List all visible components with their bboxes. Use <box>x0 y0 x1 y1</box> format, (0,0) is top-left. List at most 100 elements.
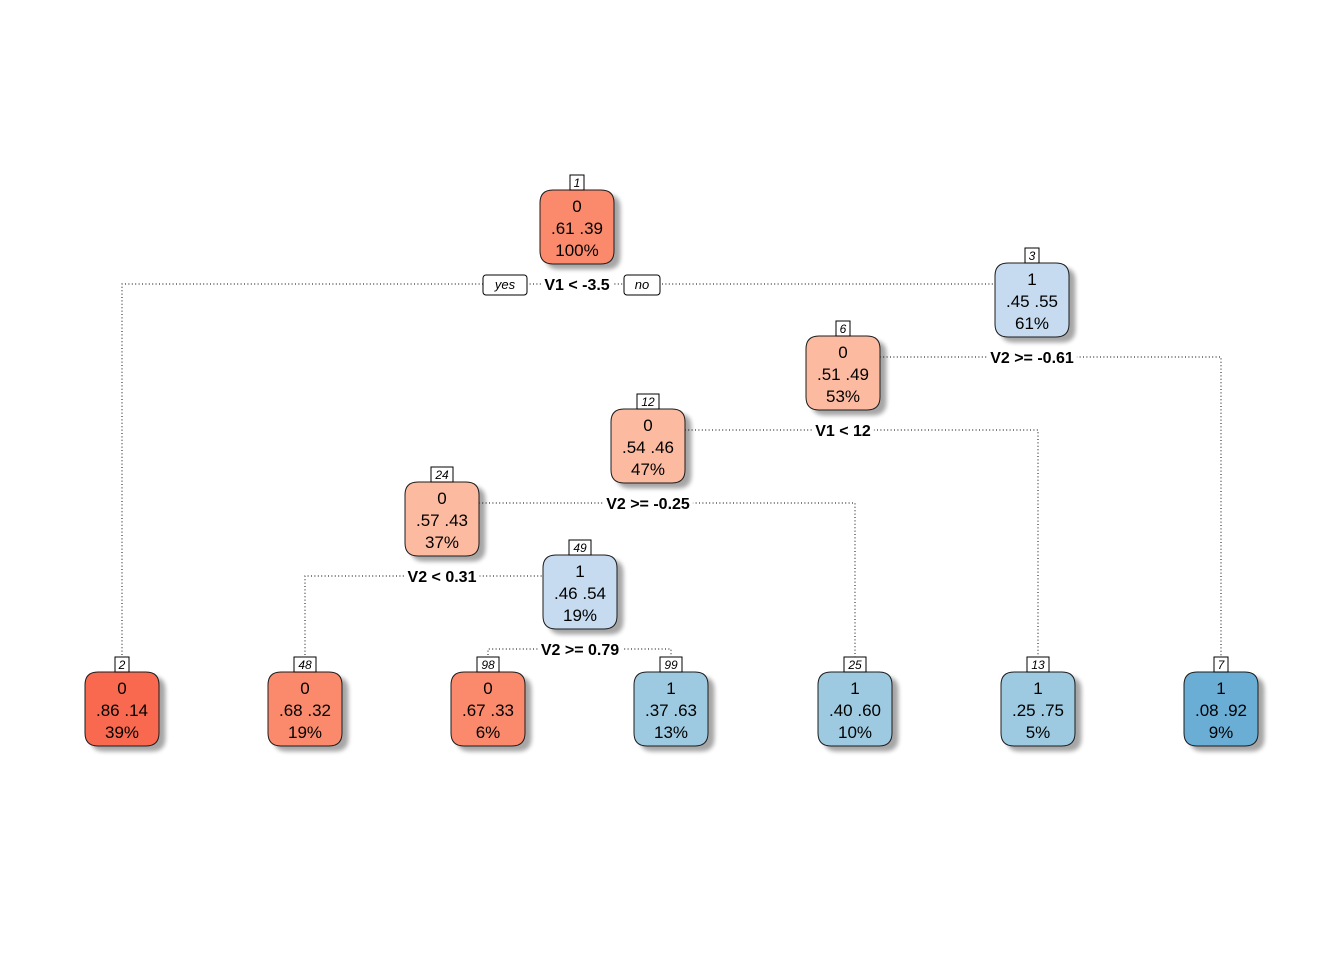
node-id-tag <box>476 656 500 673</box>
node-pct: 47% <box>631 460 665 479</box>
node-id-tag <box>1024 247 1040 264</box>
node-probs: .25 .75 <box>1012 701 1064 720</box>
node-id-tag <box>636 393 660 410</box>
node-id-tag <box>1213 656 1229 673</box>
branch-label-no-text: no <box>635 277 649 292</box>
node-pct: 19% <box>563 606 597 625</box>
node-box <box>539 189 615 265</box>
node-probs: .37 .63 <box>645 701 697 720</box>
branch-label-yes: yes <box>482 274 528 296</box>
tree-node-6: 6 0 .51 .49 53% <box>805 320 881 411</box>
node-id-tag <box>568 539 592 556</box>
node-pct: 100% <box>555 241 598 260</box>
branch-label-yes-text: yes <box>494 277 516 292</box>
node-probs: .61 .39 <box>551 219 603 238</box>
node-id-tag <box>114 656 130 673</box>
edge-6-13 <box>843 429 1039 672</box>
node-pct: 37% <box>425 533 459 552</box>
node-box <box>267 671 343 747</box>
split-label-bg <box>603 495 693 514</box>
node-class: 0 <box>572 197 581 216</box>
node-box <box>805 335 881 411</box>
node-id-tag <box>1026 656 1050 673</box>
node-id-tag <box>430 466 454 483</box>
tree-node-25: 25 1 .40 .60 10% <box>817 656 893 747</box>
node-id-tag <box>569 174 585 191</box>
node-probs: .45 .55 <box>1006 292 1058 311</box>
node-id-text: 98 <box>481 658 495 672</box>
split-label-bg <box>404 568 480 587</box>
node-probs: .08 .92 <box>1195 701 1247 720</box>
split-rule-3: V2 >= -0.61 <box>990 350 1074 367</box>
branch-label-no: no <box>623 274 661 296</box>
edge-3-7 <box>1032 356 1222 672</box>
node-pct: 10% <box>838 723 872 742</box>
tree-node-12: 12 0 .54 .46 47% <box>610 393 686 484</box>
edge-12-25 <box>648 502 856 672</box>
node-id-text: 48 <box>298 658 312 672</box>
node-probs: .54 .46 <box>622 438 674 457</box>
node-id-tag <box>843 656 867 673</box>
node-id-text: 49 <box>573 541 587 555</box>
node-class: 1 <box>666 679 675 698</box>
tree-node-3: 3 1 .45 .55 61% <box>994 247 1070 338</box>
split-rule-49: V2 >= 0.79 <box>541 642 619 659</box>
node-probs: .86 .14 <box>96 701 148 720</box>
node-class: 0 <box>643 416 652 435</box>
split-rule-24: V2 < 0.31 <box>408 569 477 586</box>
node-id-text: 7 <box>1218 658 1226 672</box>
tree-node-7: 7 1 .08 .92 9% <box>1183 656 1259 747</box>
split-label-bg <box>541 276 613 295</box>
node-box <box>994 262 1070 338</box>
node-id-tag <box>293 656 317 673</box>
node-box <box>610 408 686 484</box>
node-id-text: 25 <box>847 658 862 672</box>
node-class: 0 <box>483 679 492 698</box>
node-id-text: 12 <box>641 395 655 409</box>
node-class: 1 <box>850 679 859 698</box>
node-class: 0 <box>117 679 126 698</box>
node-probs: .51 .49 <box>817 365 869 384</box>
node-class: 0 <box>300 679 309 698</box>
node-box <box>450 671 526 747</box>
node-probs: .67 .33 <box>462 701 514 720</box>
node-id-text: 6 <box>840 322 847 336</box>
split-rule-1: V1 < -3.5 <box>544 277 609 294</box>
split-label-bg <box>537 641 623 660</box>
split-rule-12: V2 >= -0.25 <box>606 496 690 513</box>
node-id-text: 99 <box>664 658 678 672</box>
node-box <box>1000 671 1076 747</box>
node-class: 1 <box>1033 679 1042 698</box>
node-pct: 39% <box>105 723 139 742</box>
node-pct: 61% <box>1015 314 1049 333</box>
nodes-layer: 1 0 .61 .39 100% 3 1 .45 .55 61% 6 0 .51 .49 53% 12 0… <box>84 174 1259 747</box>
node-id-text: 13 <box>1031 658 1045 672</box>
tree-node-48: 48 0 .68 .32 19% <box>267 656 343 747</box>
tree-node-99: 99 1 .37 .63 13% <box>633 656 709 747</box>
node-probs: .68 .32 <box>279 701 331 720</box>
edge-1-2 <box>121 283 577 672</box>
node-id-tag <box>835 320 851 337</box>
node-class: 1 <box>1027 270 1036 289</box>
node-box <box>404 481 480 557</box>
node-class: 0 <box>437 489 446 508</box>
node-id-text: 3 <box>1029 249 1036 263</box>
node-box <box>84 671 160 747</box>
split-label-bg <box>987 349 1077 368</box>
node-probs: .40 .60 <box>829 701 881 720</box>
node-pct: 6% <box>476 723 501 742</box>
node-pct: 19% <box>288 723 322 742</box>
node-pct: 53% <box>826 387 860 406</box>
node-pct: 13% <box>654 723 688 742</box>
node-class: 1 <box>1216 679 1225 698</box>
node-class: 0 <box>838 343 847 362</box>
node-probs: .57 .43 <box>416 511 468 530</box>
node-pct: 9% <box>1209 723 1234 742</box>
tree-node-98: 98 0 .67 .33 6% <box>450 656 526 747</box>
tree-node-13: 131.25 .755% <box>1000 656 1076 747</box>
